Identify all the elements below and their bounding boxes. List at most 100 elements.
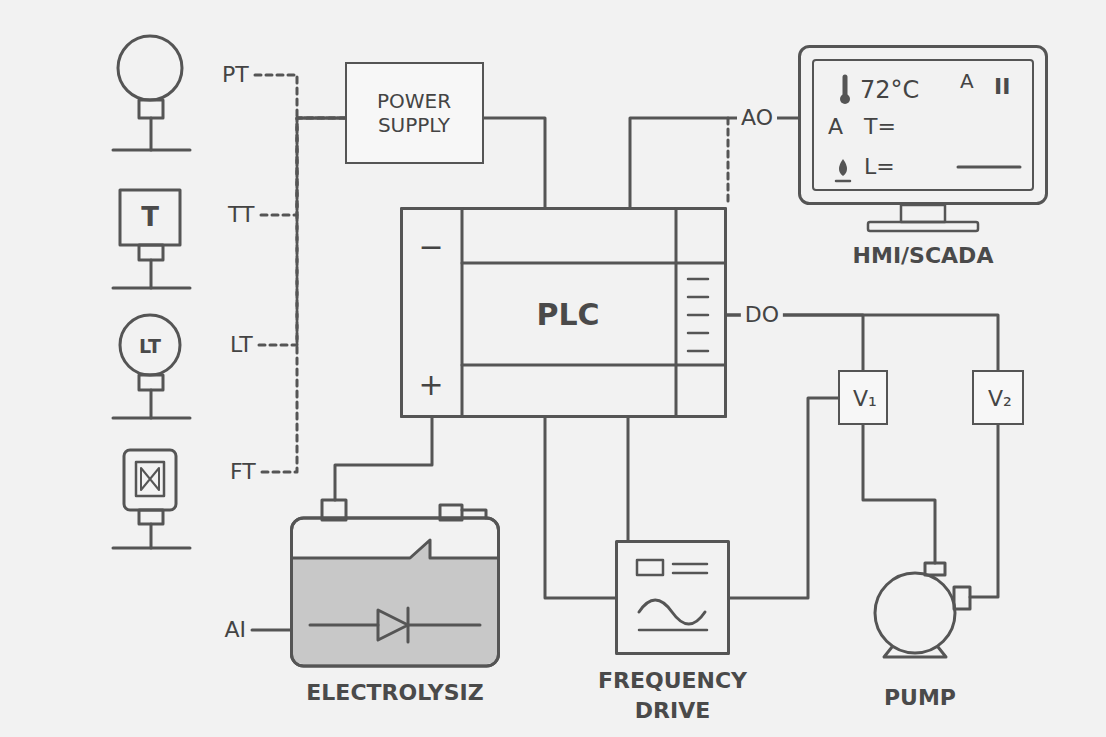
terminal-sign: + xyxy=(418,367,443,403)
electrolyzer-outline-part xyxy=(292,540,499,558)
plc-box-outline-part xyxy=(462,364,725,367)
wire-connector xyxy=(627,418,630,540)
device-label: HMI/SCADA xyxy=(798,243,1048,269)
pump-symbol-outline-part xyxy=(875,573,955,653)
level-transmitter-outline-part xyxy=(120,315,180,375)
plc-box-outline-part xyxy=(402,209,463,417)
flow-transmitter-outline-part xyxy=(139,510,163,524)
pump-symbol-outline xyxy=(870,563,970,658)
pump-symbol-outline-part xyxy=(954,587,970,609)
frequency-drive-outline-part xyxy=(639,629,707,632)
screen-text: A xyxy=(828,114,843,140)
level-transmitter: LT LT xyxy=(110,313,259,421)
screen-text: A xyxy=(960,69,974,93)
plc-box-outline-part xyxy=(688,278,708,281)
flow-transmitter: FT xyxy=(110,448,262,550)
pressure-transmitter-outline-part xyxy=(150,118,153,150)
flow-transmitter-outline-part xyxy=(113,547,190,550)
electrolyzer-outline-part xyxy=(292,518,499,666)
wire-connector xyxy=(730,398,838,598)
flow-transmitter-outline-part xyxy=(136,462,164,496)
hmi-monitor-outline-part xyxy=(836,180,850,183)
level-transmitter-outline xyxy=(110,313,259,421)
device-label: PUMP xyxy=(850,685,990,711)
temperature-transmitter-outline-part xyxy=(139,245,163,260)
level-transmitter-outline-part xyxy=(150,390,153,418)
hmi-monitor-outline-part xyxy=(868,222,978,231)
dashed-signal-line xyxy=(262,118,345,472)
tag-label: FT xyxy=(230,459,256,485)
flow-transmitter-outline-part xyxy=(141,468,159,490)
hmi-monitor: 72°CAIIAT=L=HMI/SCADA xyxy=(798,45,1048,232)
temperature-transmitter-outline-part xyxy=(120,190,180,245)
screen-value: 72°C xyxy=(860,76,919,105)
hmi-monitor-outline-part xyxy=(843,77,848,95)
hmi-monitor-outline-part xyxy=(813,60,1033,190)
pump-symbol: PUMP xyxy=(870,563,970,658)
terminal-sign: − xyxy=(418,229,443,265)
device-label: ELECTROLYSIZ xyxy=(255,680,535,706)
hmi-monitor-outline-part xyxy=(901,205,945,222)
plc-box: − PLC + xyxy=(400,207,727,418)
flow-transmitter-outline-part xyxy=(124,450,176,510)
valve-box: V₁ xyxy=(838,370,888,425)
screen-text: L= xyxy=(864,154,895,180)
power-supply-box: POWER SUPPLY xyxy=(345,62,484,164)
dashed-signal-line xyxy=(255,75,345,118)
frequency-drive-outline-part xyxy=(639,600,705,624)
electrolyzer-outline-part xyxy=(378,610,408,640)
wire-connector xyxy=(970,425,998,597)
valve-label: V₂ xyxy=(988,386,1012,412)
electrolyzer-outline-part xyxy=(310,608,480,642)
frequency-drive-outline-part xyxy=(617,542,729,654)
level-transmitter-outline-part xyxy=(139,375,163,390)
wire-connector xyxy=(630,118,798,207)
tag-label: PT xyxy=(222,62,249,88)
pressure-transmitter: PT xyxy=(110,33,255,153)
hmi-monitor-outline-part xyxy=(958,166,1020,169)
signal-label: DO xyxy=(741,302,783,328)
plc-box-outline-part xyxy=(688,350,708,353)
dashed-signal-line xyxy=(261,118,345,215)
ai-lead xyxy=(252,629,290,632)
plc-box-outline-part xyxy=(688,332,708,335)
screen-icon-text: II xyxy=(994,74,1010,100)
box-label: POWER SUPPLY xyxy=(352,89,477,137)
tag-label: LT xyxy=(230,332,253,358)
temperature-transmitter-outline-part xyxy=(150,260,153,288)
plc-box-outline-part xyxy=(676,209,726,417)
pressure-transmitter-outline-part xyxy=(113,149,190,152)
tag-label: TT xyxy=(228,202,255,228)
hmi-monitor-outline-part xyxy=(840,94,850,104)
pump-symbol-outline-part xyxy=(925,563,945,575)
pressure-transmitter-outline xyxy=(110,33,255,153)
plc-box-outline-part xyxy=(688,296,708,299)
dashed-signal-line xyxy=(259,118,345,345)
plc-box-outline-part xyxy=(462,262,725,265)
electrolyzer-outline xyxy=(290,500,500,668)
plc-label: PLC xyxy=(536,297,599,333)
wire-connector xyxy=(335,418,432,500)
valve-box: V₂ xyxy=(972,370,1024,425)
wire-connector xyxy=(863,425,935,563)
flow-transmitter-outline-part xyxy=(150,524,153,548)
plc-box-outline-part xyxy=(402,209,726,417)
screen-text: T= xyxy=(864,114,896,140)
frequency-drive-outline-part xyxy=(673,564,707,573)
temperature-transmitter-outline-part xyxy=(113,287,190,290)
hmi-monitor-outline-part xyxy=(839,159,847,176)
symbol-letter: LT xyxy=(139,335,161,358)
valve-label: V₁ xyxy=(853,386,877,412)
pressure-transmitter-outline-part xyxy=(139,100,163,118)
electrolyzer: ELECTROLYSIZ xyxy=(290,500,500,668)
wire-connector xyxy=(545,418,615,598)
device-label: FREQUENCY DRIVE xyxy=(578,666,768,726)
symbol-letter: T xyxy=(141,202,159,233)
dashed-lead xyxy=(727,118,730,205)
temperature-transmitter: TTT xyxy=(110,188,261,292)
hmi-monitor-outline-part xyxy=(800,47,1047,204)
signal-label: AO xyxy=(737,105,777,131)
pressure-transmitter-outline-part xyxy=(118,36,182,100)
